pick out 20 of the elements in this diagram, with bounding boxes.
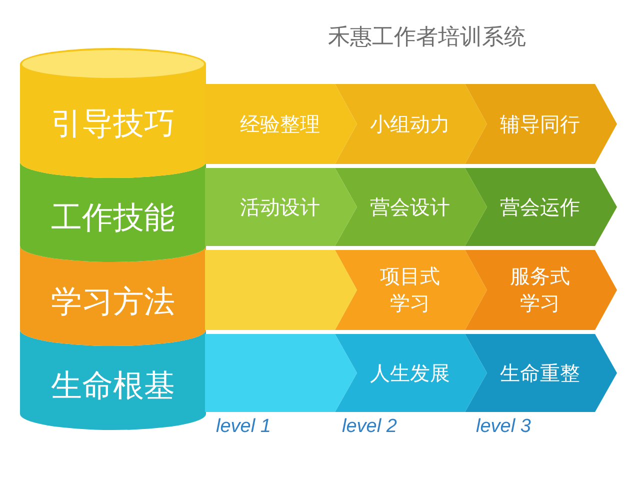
chevron-box: 小组动力 xyxy=(335,84,487,164)
chevron-box: 生命重整 xyxy=(465,334,617,412)
chevron-shape xyxy=(205,334,357,412)
level-label: level 1 xyxy=(216,416,271,438)
cylinder-band: 工作技能 xyxy=(20,162,206,264)
cylinder-band: 生命根基 xyxy=(20,330,206,432)
cylinder-band: 引导技巧 xyxy=(20,48,206,180)
chevron-box: 活动设计 xyxy=(205,168,357,246)
chevron-box: 项目式学习 xyxy=(335,250,487,330)
chevron-shape xyxy=(205,250,357,330)
chevron-box: 营会运作 xyxy=(465,168,617,246)
level-label: level 2 xyxy=(342,416,397,438)
chevron-box: 服务式学习 xyxy=(465,250,617,330)
chevron-box: 营会设计 xyxy=(335,168,487,246)
level-label: level 3 xyxy=(476,416,531,438)
cylinder-band: 学习方法 xyxy=(20,246,206,348)
chevron-box: 经验整理 xyxy=(205,84,357,164)
title: 禾惠工作者培训系统 xyxy=(328,24,526,52)
chevron-box: 辅导同行 xyxy=(465,84,617,164)
chevron-box: 人生发展 xyxy=(335,334,487,412)
